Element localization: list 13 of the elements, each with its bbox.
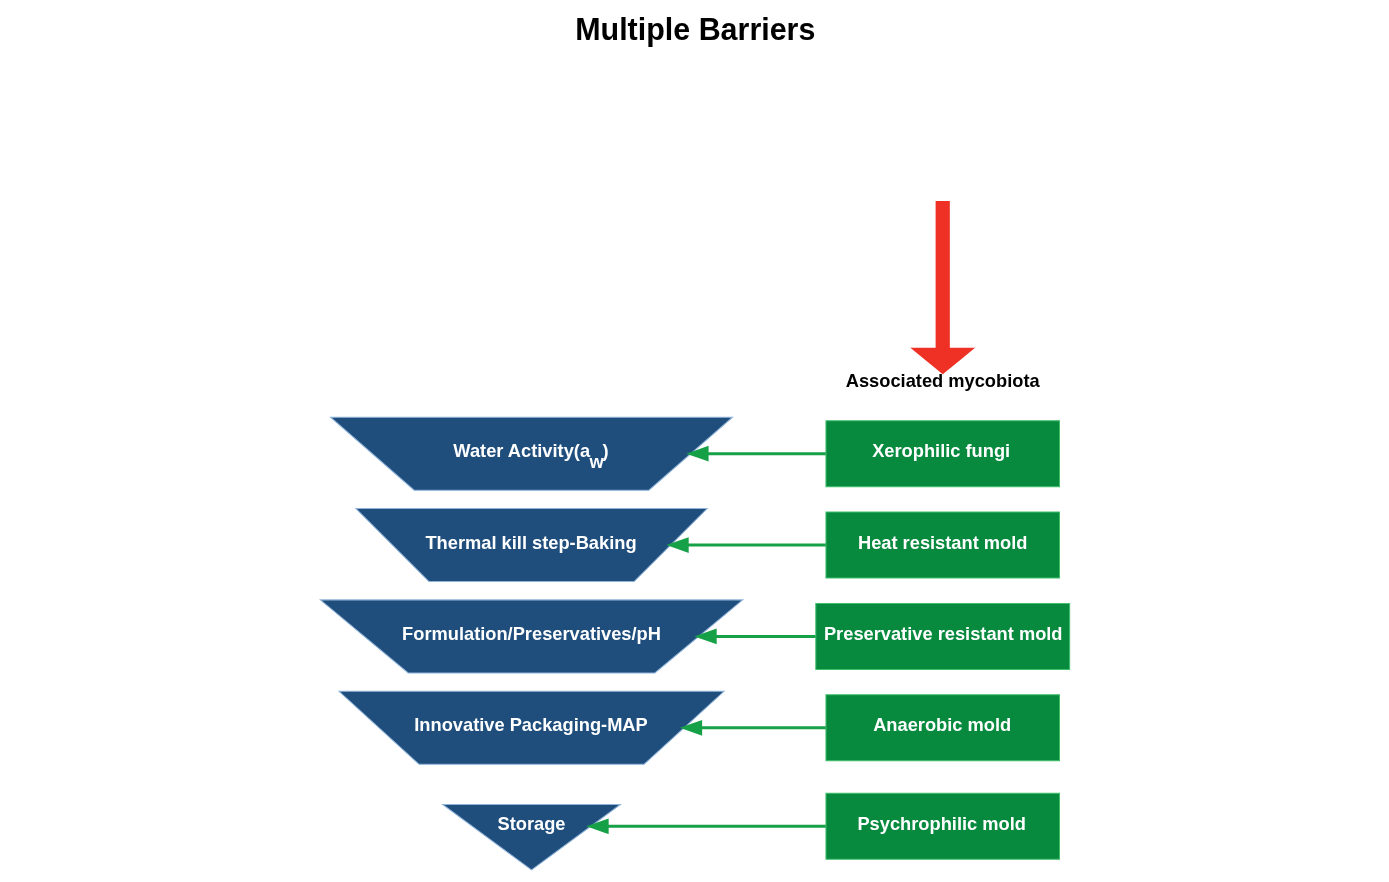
- diagram-title: Multiple Barriers: [574, 11, 815, 46]
- arrow: [679, 719, 826, 736]
- arrow: [665, 536, 826, 553]
- arrow: [909, 200, 975, 374]
- node-text: Associated mycobiota: [845, 369, 1040, 391]
- arrow: [685, 445, 826, 462]
- node-box: Xerophilic fungi: [824, 419, 1060, 487]
- arrow: [585, 817, 826, 834]
- node-box: Preservative resistant mold: [814, 602, 1070, 670]
- node-box: Anaerobic mold: [824, 693, 1060, 761]
- node-box: Psychrophilic mold: [824, 792, 1060, 860]
- node-box: Heat resistant mold: [824, 511, 1060, 579]
- arrow: [693, 628, 816, 644]
